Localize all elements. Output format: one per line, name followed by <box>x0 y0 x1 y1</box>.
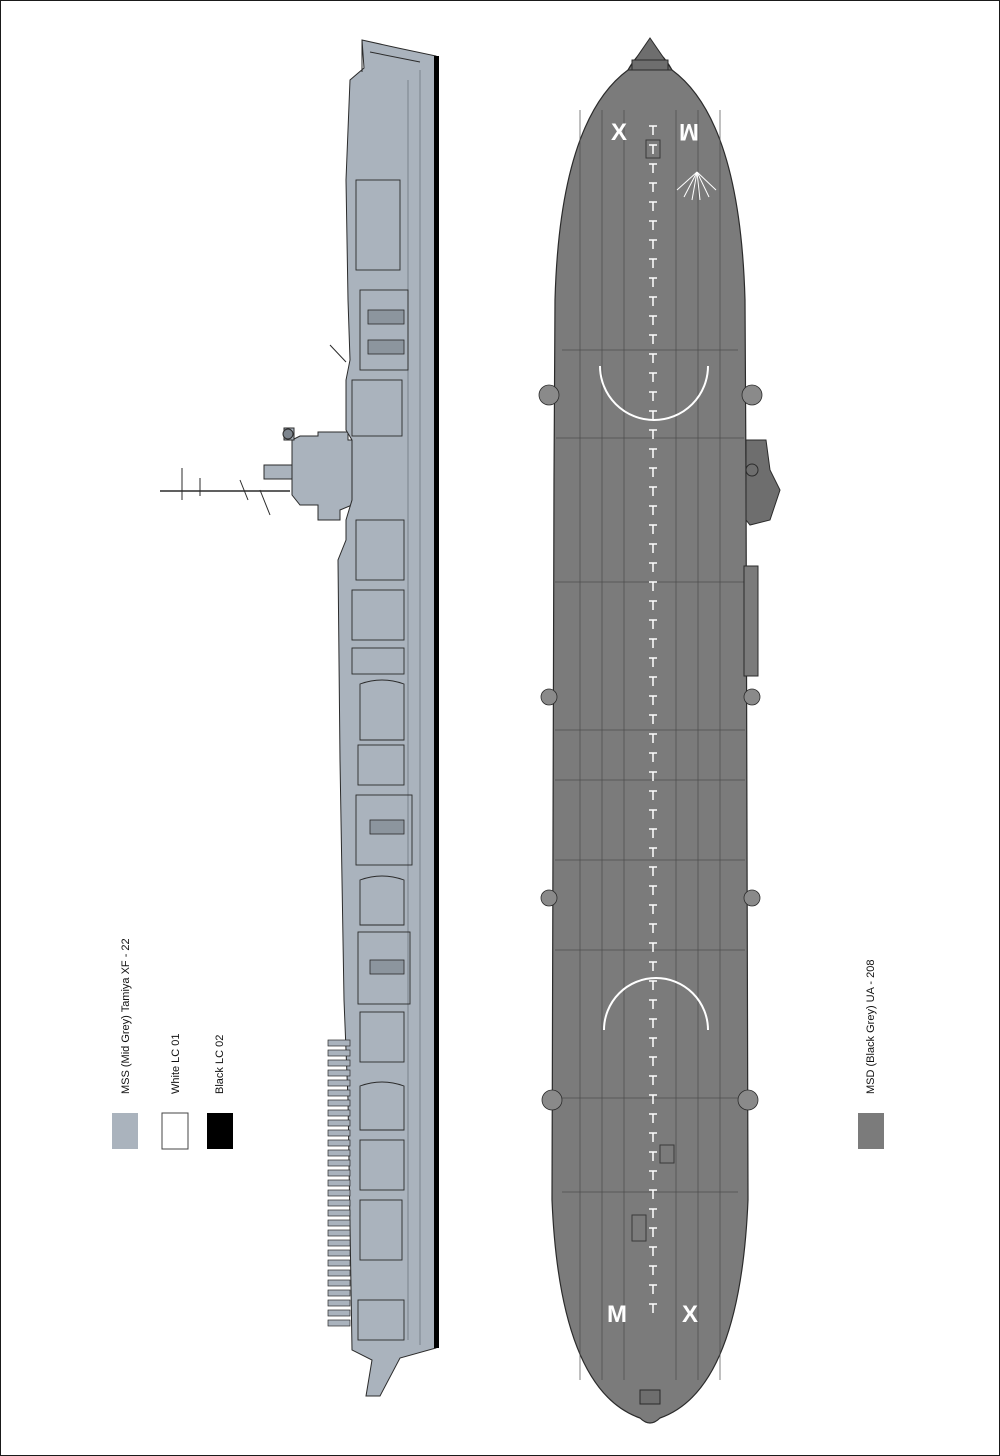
stern-sponson <box>327 1209 351 1217</box>
deck-transverse-lines <box>555 349 745 1193</box>
stern-sponson <box>327 1149 351 1157</box>
landing-arc-forward <box>599 365 709 421</box>
center-line-markings <box>649 125 657 1313</box>
flight-deck-hull <box>551 49 749 1424</box>
stern-sponson <box>327 1039 351 1047</box>
legend-left: MSS (Mid Grey) Tamiya XF - 22 White LC 0… <box>112 938 233 1150</box>
stern-sponson <box>327 1289 351 1297</box>
stern-sponson <box>327 1269 351 1277</box>
legend-label-white: White LC 01 <box>170 1033 182 1094</box>
stern-sponson <box>327 1079 351 1087</box>
stern-sponson <box>327 1099 351 1107</box>
mast-spar <box>239 479 249 501</box>
stern-sponson <box>327 1309 351 1317</box>
deck-letter-stern-left: M <box>607 1301 627 1328</box>
stern-sponson <box>327 1129 351 1137</box>
rangefinder <box>282 428 294 440</box>
bow-wind-fan <box>676 171 717 201</box>
stern-sponson <box>327 1169 351 1177</box>
stern-sponson <box>327 1219 351 1227</box>
mast-strut <box>259 489 271 516</box>
legend-right: MSD (Black Grey) UA - 208 <box>858 960 884 1149</box>
legend-swatch-mid-grey <box>112 1113 138 1149</box>
elevator-marker <box>645 139 661 159</box>
side-profile-view <box>160 39 439 1397</box>
stern-sponson <box>327 1229 351 1237</box>
stern-sponson <box>327 1239 351 1247</box>
stern-sponson <box>327 1259 351 1267</box>
stern-sponson <box>327 1109 351 1117</box>
stern-sponson <box>327 1249 351 1257</box>
legend-swatch-black-grey <box>858 1113 884 1149</box>
director <box>263 464 293 480</box>
top-deck-view: X M M X <box>538 37 781 1424</box>
landing-arc-aft <box>603 977 709 1031</box>
funnel-cap <box>745 463 759 477</box>
stern-sponson <box>327 1089 351 1097</box>
stern-sponson <box>327 1299 351 1307</box>
bow-platform <box>631 59 669 71</box>
stern-sponson <box>327 1179 351 1187</box>
hull-side <box>337 39 437 1397</box>
deck-letter-bow-left: X <box>611 119 627 146</box>
elevator-marker <box>659 1144 675 1164</box>
deck-letter-bow-right: M <box>679 118 699 145</box>
stern-sponson <box>327 1319 351 1327</box>
stern-sponson <box>327 1199 351 1207</box>
boom <box>329 344 347 363</box>
stern-sponson <box>327 1069 351 1077</box>
boats <box>367 309 405 975</box>
stern-sponson <box>327 1139 351 1147</box>
island-superstructure <box>291 431 353 521</box>
hull-openings <box>351 179 413 1341</box>
stern-sponson <box>327 1059 351 1067</box>
stern-platform <box>639 1389 661 1405</box>
stern-sponson <box>327 1049 351 1057</box>
stern-gun-sponsons <box>327 1039 351 1327</box>
deck-plank-lines <box>579 110 721 1380</box>
legend-label-black-grey: MSD (Black Grey) UA - 208 <box>865 960 877 1094</box>
deck-letter-stern-right: X <box>682 1301 698 1328</box>
stern-sponson <box>327 1119 351 1127</box>
stern-sponson <box>327 1279 351 1287</box>
legend-swatch-white <box>161 1112 189 1150</box>
legend-label-black: Black LC 02 <box>214 1035 226 1094</box>
bow-line <box>369 51 421 63</box>
gun-tubs <box>538 384 763 1111</box>
island-sponson <box>743 565 759 677</box>
legend-swatch-black <box>207 1113 233 1149</box>
island-top <box>745 439 781 526</box>
boot-topping-strip <box>434 56 439 1348</box>
stern-sponson <box>327 1159 351 1167</box>
legend-label-mid-grey: MSS (Mid Grey) Tamiya XF - 22 <box>120 938 132 1094</box>
elevator-marker <box>631 1214 647 1242</box>
stern-sponson <box>327 1189 351 1197</box>
